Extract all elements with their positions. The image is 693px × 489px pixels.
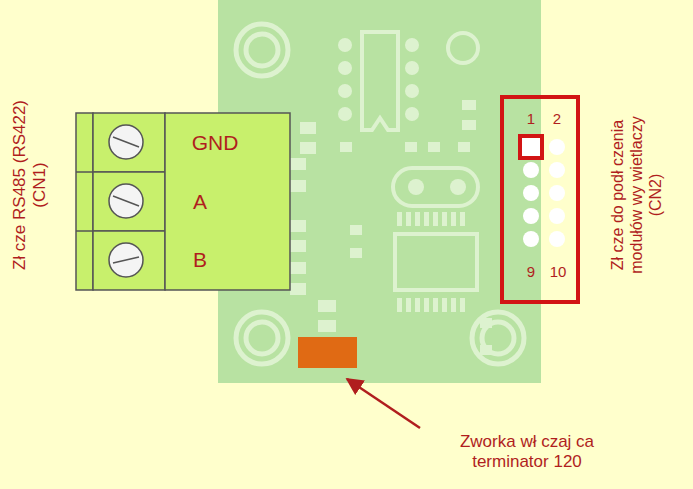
- ic-outline: [362, 32, 478, 290]
- pin-number: 1: [527, 110, 535, 128]
- terminal-label: A: [193, 189, 207, 214]
- ic-pins: [397, 212, 465, 312]
- callout-note: Zworka wł czaj ca terminator 120: [440, 432, 615, 473]
- smd-pads: [290, 38, 492, 355]
- pin-number: 9: [527, 263, 535, 281]
- terminal-label: B: [193, 247, 207, 272]
- pin-header: [502, 97, 578, 302]
- terminator-jumper: [298, 337, 357, 368]
- connector-caption: Zł cze do podł czenia modułów wy wietlac…: [608, 98, 666, 293]
- pin-number: 10: [550, 263, 567, 281]
- crystal-pads: [408, 179, 466, 195]
- terminal-block: [76, 113, 290, 290]
- leader-arrow: [347, 379, 420, 428]
- terminal-label: GND: [192, 130, 239, 155]
- pin-number: 2: [553, 110, 561, 128]
- connector-caption: Zł cze RS485 (RS422) (CN1): [10, 88, 51, 283]
